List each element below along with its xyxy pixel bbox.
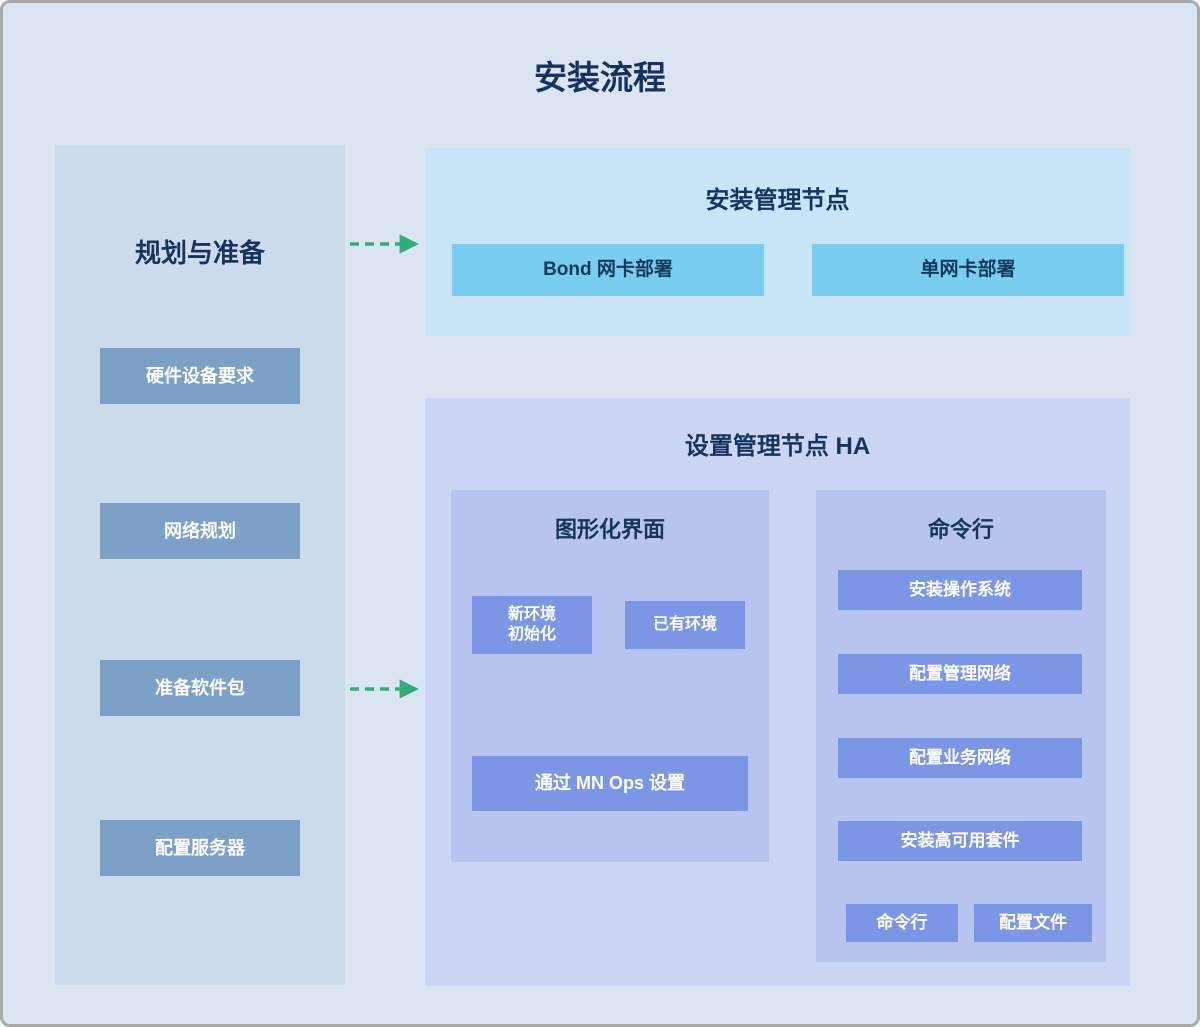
- cli-step-configure-mgmt-network: 配置管理网络: [838, 654, 1082, 694]
- planning-panel: 规划与准备 硬件设备要求 网络规划 准备软件包 配置服务器: [55, 145, 345, 985]
- step-network-planning: 网络规划: [100, 503, 300, 559]
- option-bond-nic-deploy: Bond 网卡部署: [452, 244, 764, 296]
- step-prepare-packages: 准备软件包: [100, 660, 300, 716]
- gui-subpanel: 图形化界面 新环境 初始化 已有环境 通过 MN Ops 设置: [451, 490, 769, 862]
- cli-subpanel: 命令行 安装操作系统 配置管理网络 配置业务网络 安装高可用套件 命令行 配置文…: [816, 490, 1106, 962]
- gui-new-environment-box: 新环境 初始化: [472, 596, 592, 654]
- gui-mnops-setup-box: 通过 MN Ops 设置: [472, 756, 748, 811]
- ha-panel: 设置管理节点 HA 图形化界面 新环境 初始化 已有环境 通过 MN Ops 设…: [425, 398, 1130, 986]
- cli-step-configure-service-network: 配置业务网络: [838, 738, 1082, 778]
- gui-new-environment-line2: 初始化: [507, 626, 556, 643]
- diagram-title: 安装流程: [534, 59, 666, 96]
- planning-panel-title: 规划与准备: [134, 238, 265, 268]
- gui-subpanel-title: 图形化界面: [554, 517, 665, 542]
- step-hardware-requirements: 硬件设备要求: [100, 348, 300, 404]
- ha-panel-title: 设置管理节点 HA: [684, 433, 871, 460]
- install-node-panel-title: 安装管理节点: [705, 187, 850, 214]
- step-configure-servers: 配置服务器: [100, 820, 300, 876]
- cli-branch-command-line: 命令行: [846, 904, 958, 942]
- install-node-panel: 安装管理节点 Bond 网卡部署 单网卡部署: [425, 148, 1130, 336]
- cli-step-install-os: 安装操作系统: [838, 570, 1082, 610]
- option-single-nic-deploy: 单网卡部署: [812, 244, 1124, 296]
- cli-step-install-ha-suite: 安装高可用套件: [838, 821, 1082, 861]
- gui-new-environment-line1: 新环境: [507, 606, 556, 623]
- cli-branch-config-file: 配置文件: [974, 904, 1092, 942]
- gui-existing-environment-box: 已有环境: [625, 601, 745, 649]
- cli-subpanel-title: 命令行: [927, 517, 994, 542]
